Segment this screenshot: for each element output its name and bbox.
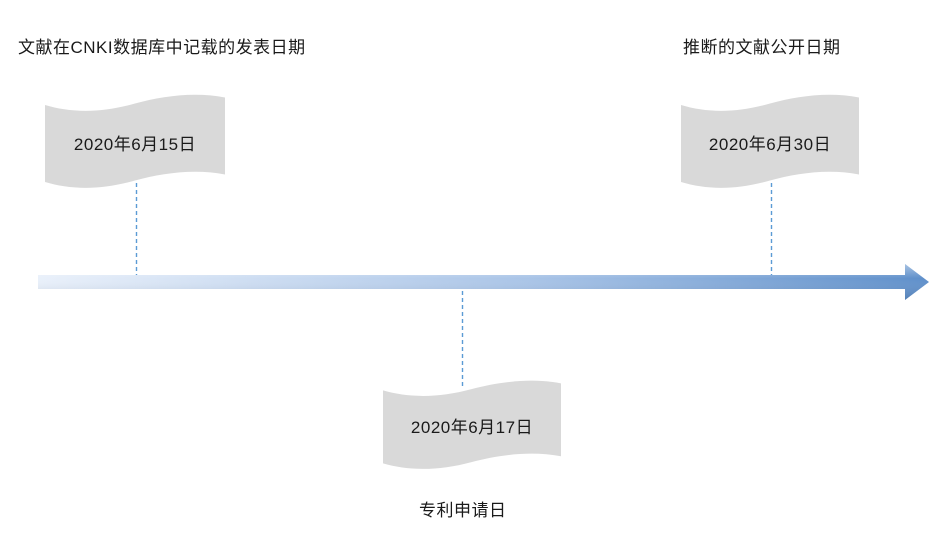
wave-flag-shape [45,94,225,188]
flag-cnki-publication-date: 2020年6月15日 [45,94,225,190]
label-inferred-disclosure-date: 推断的文献公开日期 [683,38,841,57]
wave-flag-path [383,380,561,469]
wave-flag-shape [383,380,561,469]
flag-date-patent-application: 2020年6月17日 [410,418,534,437]
timeline-arrow [38,264,929,300]
flag-patent-application-date: 2020年6月17日 [383,380,561,471]
flag-date-inferred-disclosure: 2020年6月30日 [708,134,832,154]
flag-inferred-disclosure-date: 2020年6月30日 [681,94,859,190]
label-patent-application-date: 专利申请日 [419,501,507,520]
connector-cnki-publication [135,183,138,275]
wave-flag-shape [681,94,859,188]
flag-date-cnki-publication: 2020年6月15日 [73,134,197,154]
wave-flag-path [45,94,225,188]
label-cnki-publication-date: 文献在CNKI数据库中记载的发表日期 [18,38,306,57]
timeline-arrow-shading [38,264,929,300]
connector-inferred-disclosure [770,183,773,275]
connector-patent-application [461,291,464,388]
wave-flag-path [681,94,859,188]
